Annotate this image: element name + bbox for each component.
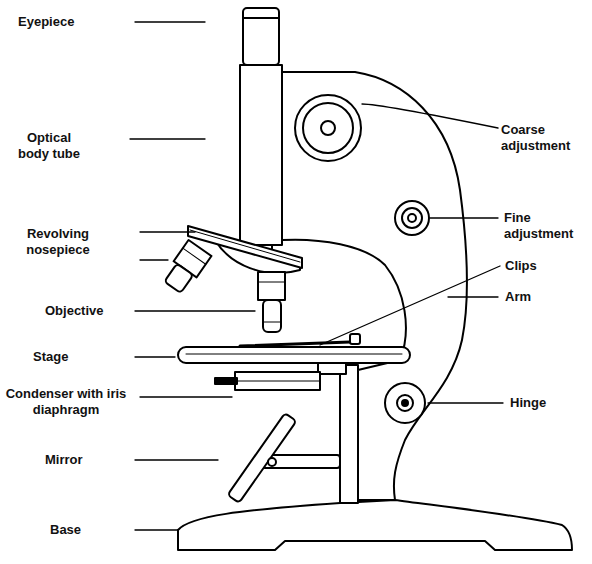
objective-body xyxy=(258,272,285,300)
fine-knob-inner xyxy=(402,208,422,228)
part-label: Condenser with iris diaphragm xyxy=(2,386,130,418)
clip xyxy=(240,342,350,346)
eyepiece-rim xyxy=(243,17,279,19)
objective-angled-tip xyxy=(164,264,193,293)
pillar xyxy=(340,365,358,503)
part-label: Mirror xyxy=(45,452,115,468)
eyepiece-shape xyxy=(243,8,279,65)
part-label: Coarse adjustment xyxy=(501,122,589,154)
leader-line xyxy=(430,217,498,218)
stage-edge xyxy=(186,354,402,355)
leader-line xyxy=(362,104,498,128)
stage-plate xyxy=(178,347,410,363)
objective-angled-ring xyxy=(183,248,206,264)
leader-line xyxy=(135,21,205,22)
fine-knob xyxy=(395,201,429,235)
coarse-knob-inner xyxy=(303,103,353,153)
leader-line xyxy=(135,529,178,530)
mirror-pivot xyxy=(268,458,276,466)
leader-line xyxy=(428,402,503,403)
condenser xyxy=(235,372,320,390)
leader-line xyxy=(130,138,205,139)
mirror-plate xyxy=(228,413,297,503)
leader-line xyxy=(135,459,218,460)
fine-knob-center xyxy=(408,214,416,222)
condenser-ring xyxy=(235,381,320,382)
leader-line xyxy=(140,396,232,397)
leader-line xyxy=(448,296,498,297)
hinge-center xyxy=(402,400,408,406)
leader-line xyxy=(140,231,195,232)
hinge-inner xyxy=(397,395,413,411)
leader-line xyxy=(140,259,168,260)
diaphragm-lever xyxy=(215,378,237,384)
arm-shape xyxy=(282,72,467,500)
coarse-knob-center xyxy=(321,121,335,135)
part-label: Stage xyxy=(33,349,93,365)
part-label: Fine adjustment xyxy=(504,210,589,242)
objective-tip xyxy=(263,300,281,332)
hinge-knob xyxy=(385,383,425,423)
part-label: Clips xyxy=(505,258,555,274)
leader-line xyxy=(135,356,175,357)
leader-line xyxy=(135,310,255,311)
part-label: Eyepiece xyxy=(18,14,108,30)
objective-ring xyxy=(258,282,285,283)
part-label: Hinge xyxy=(510,395,565,411)
objective-lens xyxy=(263,322,281,323)
mirror-mount xyxy=(262,455,340,468)
body-tube xyxy=(240,65,282,245)
clip-screw xyxy=(350,334,360,344)
leader-line xyxy=(320,266,500,345)
part-label: Base xyxy=(50,522,100,538)
part-label: Optical body tube xyxy=(10,130,88,162)
base-shape xyxy=(178,500,572,550)
part-label: Arm xyxy=(505,289,545,305)
part-label: Revolving nosepiece xyxy=(8,226,108,258)
part-label: Objective xyxy=(45,303,125,319)
coarse-knob xyxy=(295,95,361,161)
